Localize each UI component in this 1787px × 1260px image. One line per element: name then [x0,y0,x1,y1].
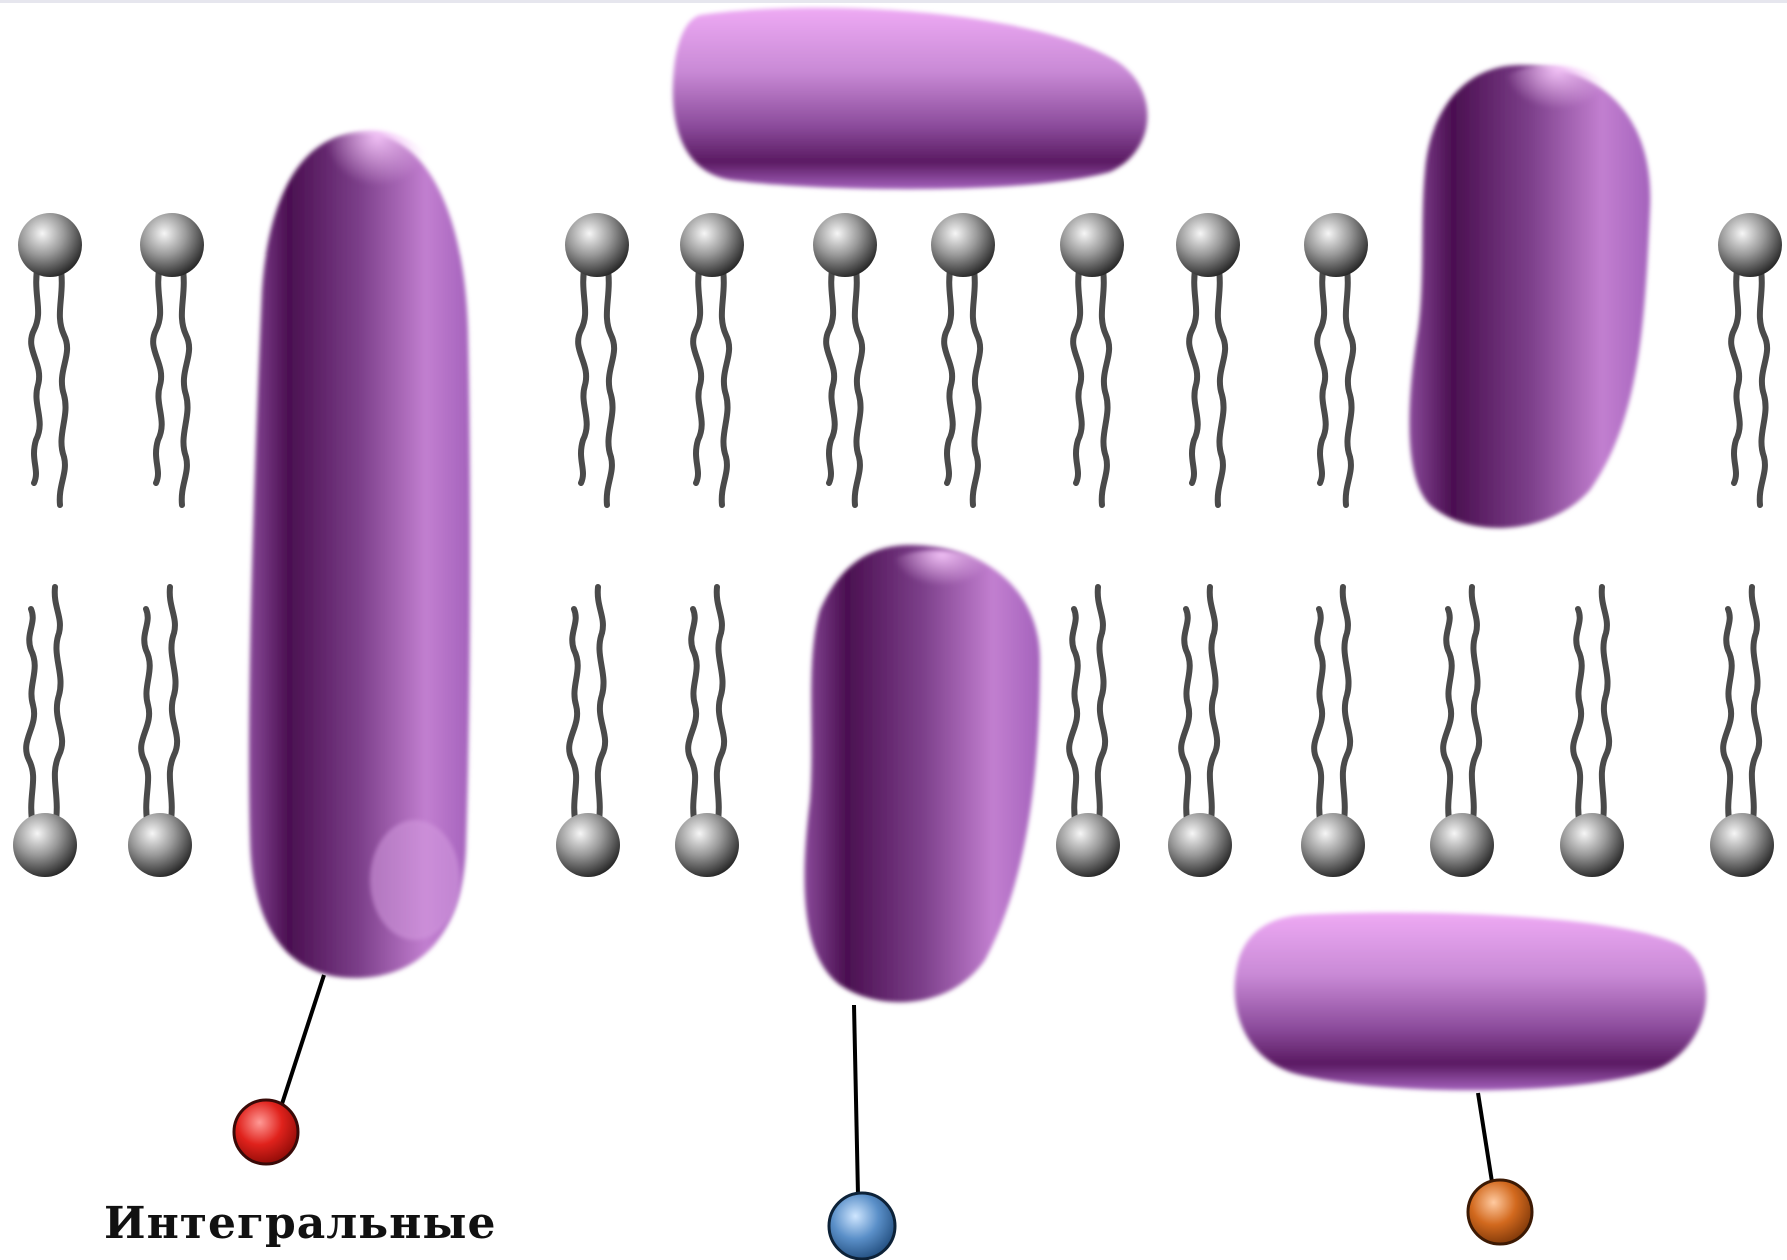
glycan-tether [280,975,324,1110]
top-border [0,0,1787,3]
integral-protein [234,130,470,1164]
phospholipid-icon [556,587,620,877]
phospholipid-icon [1304,213,1368,505]
phospholipid-icon [1710,587,1774,877]
half-integral-protein-right [1409,65,1650,528]
phospholipid-icon [1056,587,1120,877]
caption-label: Интегральные [104,1198,496,1249]
phospholipid-icon [680,213,744,505]
phospholipid-icon [565,213,629,505]
protein-blob-icon [673,8,1148,189]
half-integral-protein-center [804,545,1040,1259]
glycan-tether [1478,1093,1492,1182]
phospholipid-icon [140,213,204,505]
glycan-ball-icon [829,1193,895,1259]
phospholipid-icon [1060,213,1124,505]
phospholipid-icon [1718,213,1782,505]
phospholipid-icon [18,213,82,505]
protein-blob-icon [1235,913,1707,1091]
phospholipid-icon [13,587,77,877]
phospholipid-icon [1301,587,1365,877]
phospholipid-icon [675,587,739,877]
phospholipid-icon [1176,213,1240,505]
peripheral-protein-bottom [1235,913,1707,1244]
phospholipid-icon [1560,587,1624,877]
phospholipid-icon [931,213,995,505]
phospholipid-icon [1430,587,1494,877]
phospholipid-icon [813,213,877,505]
glycan-ball-icon [234,1100,298,1164]
glycan-tether [854,1005,858,1195]
glycan-ball-icon [1468,1180,1532,1244]
peripheral-protein-top [673,8,1148,189]
phospholipid-icon [128,587,192,877]
phospholipid-icon [1168,587,1232,877]
